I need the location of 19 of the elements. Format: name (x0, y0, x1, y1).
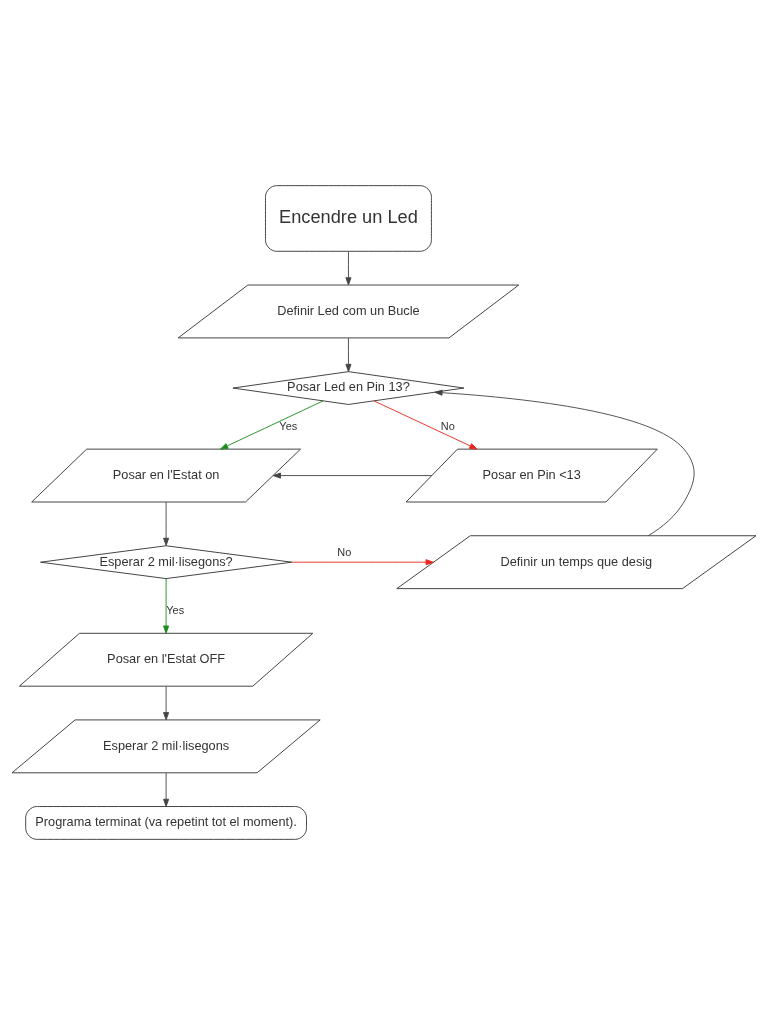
arrow (291, 558, 434, 565)
arrow (434, 389, 695, 536)
arrow (345, 250, 352, 285)
edge-label: No (440, 419, 455, 432)
arrow (272, 472, 433, 479)
arrow (163, 577, 170, 634)
edge-label: Yes (279, 419, 298, 432)
node-box: Encendre un Led (265, 184, 432, 252)
arrow (163, 501, 170, 546)
arrow (163, 772, 170, 807)
arrow (373, 399, 478, 450)
arrow (220, 399, 324, 450)
node-diamond: Posar Led en Pin 13? (232, 370, 465, 405)
edge-label: No (337, 545, 352, 558)
arrow (345, 337, 352, 372)
edge-label: Yes (166, 603, 185, 616)
node-box: Programa terminat (va repetint tot el moment). (25, 805, 307, 840)
node-diamond: Esperar 2 mil·lisegons? (40, 544, 293, 579)
arrow (163, 685, 170, 720)
